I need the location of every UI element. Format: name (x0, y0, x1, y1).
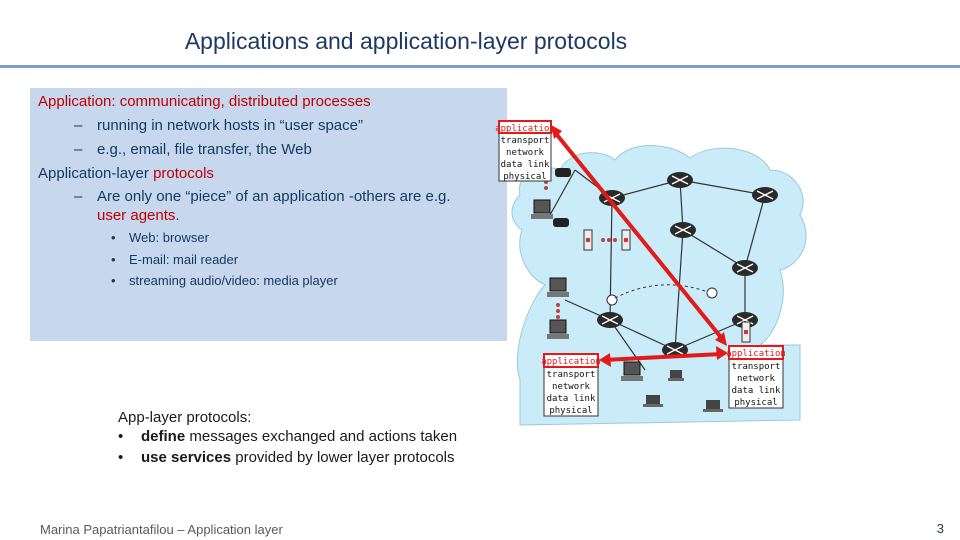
protocol-stack-bottom-right: application transport network data link … (726, 345, 786, 409)
stack-layer-label: data link (501, 160, 550, 170)
router-icon (667, 172, 693, 188)
telephone-icon (553, 218, 569, 227)
stack-layer-label: data link (732, 386, 781, 396)
app-layer-arrows (551, 125, 728, 367)
use-services-word: use services (141, 449, 232, 466)
laptop-icon (668, 370, 684, 381)
desktop-computer-icon (547, 319, 569, 339)
period: . (175, 207, 180, 224)
bullet-web: Web: browser (129, 230, 209, 245)
desktop-computer-icon (547, 277, 569, 297)
laptop-icon (643, 395, 663, 407)
router-icon (662, 342, 688, 358)
stack-layer-label: application (495, 124, 555, 134)
lower-heading: App-layer protocols: (118, 409, 252, 426)
lower-bullet-2-rest: provided by lower layer protocols (231, 449, 455, 466)
dash: – (74, 188, 83, 205)
bullet-icon: • (111, 230, 116, 245)
protocols-word: protocols (153, 165, 214, 182)
protocol-stack-top: application transport network data link … (495, 120, 555, 182)
dash: – (74, 141, 83, 158)
definition-box (30, 88, 507, 341)
satellite-dish-icon (606, 294, 618, 306)
stack-layer-label: transport (732, 362, 781, 372)
router-icon (752, 187, 778, 203)
page-number: 3 (936, 521, 944, 536)
router-icon (732, 260, 758, 276)
bullet-email: E-mail: mail reader (129, 252, 239, 267)
box-line-3: e.g., email, file transfer, the Web (97, 141, 312, 158)
dots-icon (601, 238, 617, 242)
lower-bullet-1-rest: messages exchanged and actions taken (185, 428, 458, 445)
server-icon (741, 321, 751, 343)
bullet-icon: • (118, 428, 124, 445)
server-icon (583, 229, 593, 251)
app-layer-label: Application-layer (38, 165, 154, 182)
stack-layer-label: physical (734, 398, 777, 408)
define-word: define (141, 428, 186, 445)
stack-layer-label: transport (547, 370, 596, 380)
bullet-streaming: streaming audio/video: media player (129, 273, 338, 288)
desktop-computer-icon (621, 361, 643, 381)
stack-layer-label: application (726, 349, 786, 359)
stack-layer-label: network (552, 382, 591, 392)
bullet-icon: • (111, 273, 116, 288)
bullet-icon: • (118, 449, 124, 466)
box-line-6: user agents. (97, 208, 180, 223)
box-line-5: Are only one “piece” of an application -… (97, 188, 451, 205)
slide-title: Applications and application-layer proto… (184, 28, 628, 54)
router-icon (597, 312, 623, 328)
lower-bullet-1: define messages exchanged and actions ta… (141, 429, 457, 444)
protocol-stack-bottom-left: application transport network data link … (541, 353, 601, 417)
footer-author: Marina Papatriantafilou – Application la… (40, 522, 283, 537)
stack-layer-label: physical (503, 172, 546, 182)
desktop-computer-icon (531, 199, 553, 219)
satellite-dish-icon (706, 287, 718, 299)
stack-layer-label: network (737, 374, 776, 384)
stack-layer-label: network (506, 148, 545, 158)
bullet-icon: • (111, 252, 116, 267)
dash: – (74, 117, 83, 134)
stack-layer-label: physical (549, 406, 592, 416)
server-icon (621, 229, 631, 251)
stack-layer-label: transport (501, 136, 550, 146)
telephone-icon (555, 168, 571, 177)
title-rule (0, 65, 960, 68)
router-icon (670, 222, 696, 238)
stack-layer-label: application (541, 357, 601, 367)
user-agents-word: user agents (97, 207, 176, 224)
lower-bullet-2: use services provided by lower layer pro… (141, 450, 455, 465)
dots-icon (556, 303, 560, 319)
wireless-link (614, 284, 709, 299)
box-line-4: Application-layer protocols (38, 166, 214, 181)
laptop-icon (703, 400, 723, 412)
box-line-2: running in network hosts in “user space” (97, 117, 363, 134)
box-line-1: Application: communicating, distributed … (38, 93, 371, 110)
stack-layer-label: data link (547, 394, 596, 404)
